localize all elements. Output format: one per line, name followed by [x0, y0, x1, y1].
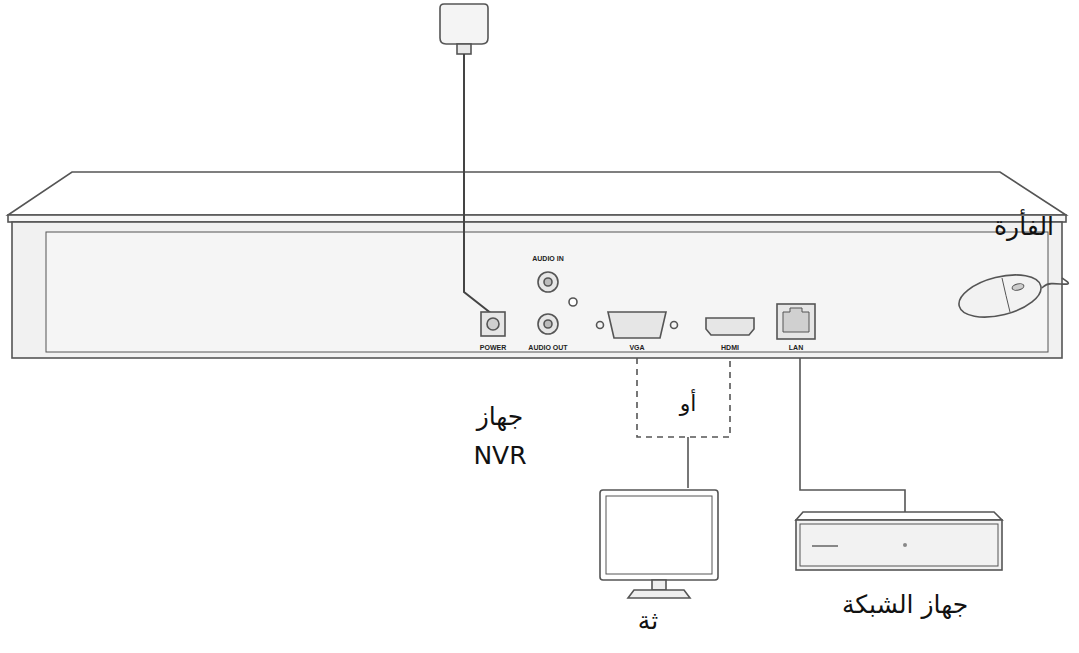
- audio-out-hole: [544, 320, 552, 328]
- port-label: AUDIO IN: [532, 255, 564, 262]
- monitor-screen: [606, 496, 712, 574]
- mouse: الفأرة: [958, 268, 1042, 324]
- power-jack: [481, 312, 505, 336]
- device-label: جهاز NVR: [450, 398, 550, 476]
- small-hole: [569, 298, 577, 306]
- mouse-body: [955, 267, 1046, 324]
- switch-led: [903, 543, 907, 547]
- or-label: أو: [677, 391, 700, 417]
- lan-port: [777, 304, 815, 339]
- adapter-neck: [457, 44, 471, 54]
- cable: [800, 358, 905, 512]
- audio-in-jack: [538, 272, 558, 292]
- power-jack-hole: [487, 318, 499, 330]
- cable: [1042, 278, 1068, 288]
- network-device: جهاز الشبكة: [795, 512, 1002, 574]
- power-cord: [464, 54, 492, 314]
- nvr-lip: [8, 215, 1066, 222]
- cable: [687, 437, 689, 488]
- power-adapter: [440, 4, 488, 44]
- nvr-front: [12, 222, 1062, 358]
- nvr-panel: [46, 232, 1048, 352]
- device-label: جهاز الشبكة: [842, 586, 968, 625]
- connection-line: [637, 358, 730, 488]
- switch-panel: [800, 524, 998, 566]
- monitor-neck: [652, 580, 666, 590]
- connection-line: [800, 358, 905, 512]
- vga-port: [608, 312, 666, 338]
- port-label: AUDIO OUT: [528, 344, 567, 351]
- lan-socket: [783, 308, 809, 332]
- nvr-top: [8, 172, 1066, 215]
- switch-logo: [812, 545, 838, 547]
- switch-top: [796, 512, 1002, 520]
- vga-screw: [671, 322, 678, 329]
- vga-screw: [597, 322, 604, 329]
- device-label: الفأرة: [994, 208, 1054, 247]
- nvr-device: جهاز NVR: [12, 222, 1062, 358]
- monitor: ثة: [598, 488, 720, 600]
- device-label: ثة: [638, 602, 658, 641]
- connection-line: [1042, 278, 1068, 288]
- mouse-button: [1002, 278, 1010, 312]
- audio-in-hole: [544, 278, 552, 286]
- port-label: VGA: [629, 344, 644, 351]
- monitor-base: [628, 590, 690, 598]
- mouse-wheel: [1011, 283, 1024, 292]
- port-label: POWER: [480, 344, 506, 351]
- switch-front: [796, 520, 1002, 570]
- hdmi-port: [706, 318, 754, 335]
- monitor-frame: [600, 490, 718, 580]
- port-label: HDMI: [721, 344, 739, 351]
- cable: [637, 358, 730, 437]
- audio-out-jack: [538, 314, 558, 334]
- port-label: LAN: [789, 344, 803, 351]
